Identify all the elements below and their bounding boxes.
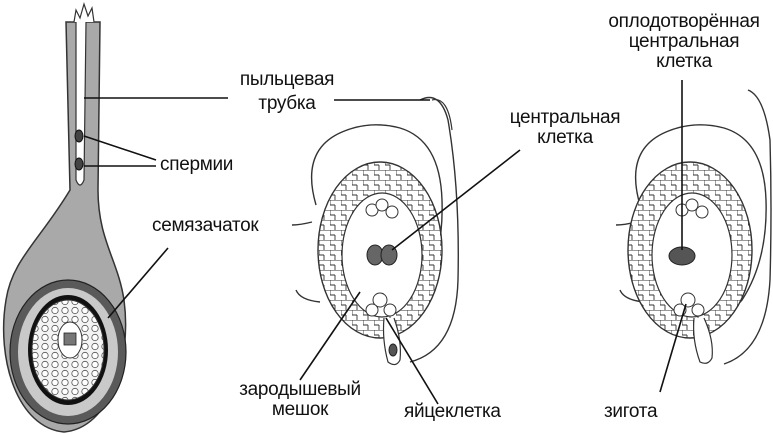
label-embryo-sac-line2: мешок — [226, 400, 374, 420]
label-pollen-tube: пыльцевая трубка — [222, 70, 352, 114]
label-embryo-sac-line1: зародышевый — [226, 380, 374, 400]
label-fertilized-central-cell: оплодотворённая центральная клетка — [598, 12, 770, 72]
ovule-right — [616, 90, 771, 364]
pistil — [4, 4, 126, 432]
label-pollen-tube-line1: пыльцевая — [222, 70, 352, 90]
label-fertilized-line2: центральная — [598, 32, 770, 52]
label-pollen-tube-line2: трубка — [222, 94, 352, 114]
ovule-middle — [292, 98, 458, 365]
label-egg-cell: яйцеклетка — [404, 402, 501, 422]
sperm-2 — [75, 158, 83, 170]
label-central-cell-line1: центральная — [500, 108, 630, 128]
label-central-cell-line2: клетка — [500, 128, 630, 148]
label-zygote: зигота — [604, 402, 657, 422]
sperm-1 — [75, 130, 83, 142]
label-central-cell: центральная клетка — [500, 108, 630, 148]
label-fertilized-line1: оплодотворённая — [598, 12, 770, 32]
label-sperm: спермии — [160, 155, 233, 175]
label-fertilized-line3: клетка — [598, 52, 770, 72]
label-embryo-sac: зародышевый мешок — [226, 380, 374, 420]
label-ovule: семязачаток — [152, 216, 258, 236]
